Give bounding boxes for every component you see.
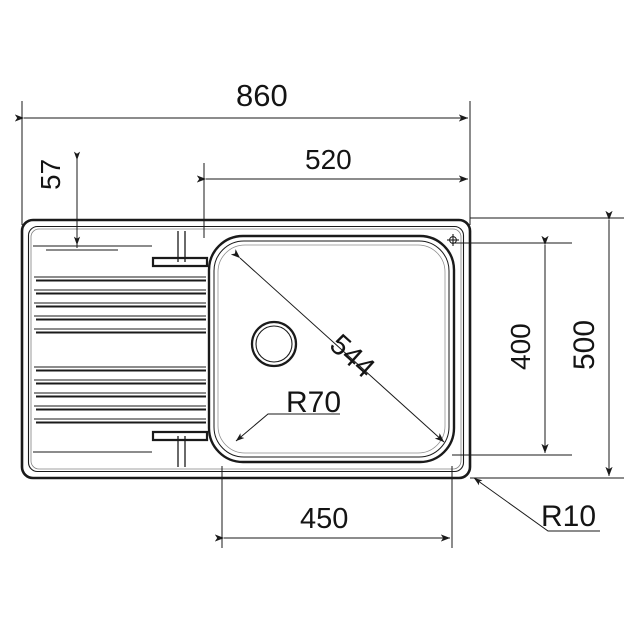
sink-bowl	[207, 234, 456, 464]
leader-r10	[473, 477, 600, 532]
dim-label-r10: R10	[541, 500, 596, 533]
leader-r70	[235, 413, 340, 442]
drainer-ribs-upper	[34, 276, 152, 334]
sink-outline	[20, 218, 472, 480]
drainer-ribs-lower	[34, 366, 152, 424]
dimension-57	[46, 151, 118, 251]
dimension-520	[196, 128, 471, 238]
drainer-channel-tabs	[151, 231, 209, 467]
dimension-500	[470, 210, 624, 479]
dim-label-450: 450	[300, 503, 348, 535]
dim-label-520: 520	[305, 144, 352, 175]
drain-hole	[250, 320, 298, 368]
bowl-corner-center-mark	[447, 234, 459, 246]
drainer-board	[33, 231, 209, 467]
dimension-860	[14, 101, 471, 225]
dim-label-57: 57	[35, 159, 66, 190]
dim-label-500: 500	[568, 320, 601, 370]
dimension-400	[452, 235, 572, 456]
dim-label-544: 544	[323, 328, 380, 384]
dimension-544-diagonal	[230, 249, 445, 443]
dim-label-r70: R70	[286, 386, 341, 419]
dim-label-860: 860	[236, 78, 288, 113]
dimension-450	[214, 466, 453, 548]
drainer-ribs-extension	[152, 276, 206, 424]
dim-label-400: 400	[505, 323, 536, 370]
